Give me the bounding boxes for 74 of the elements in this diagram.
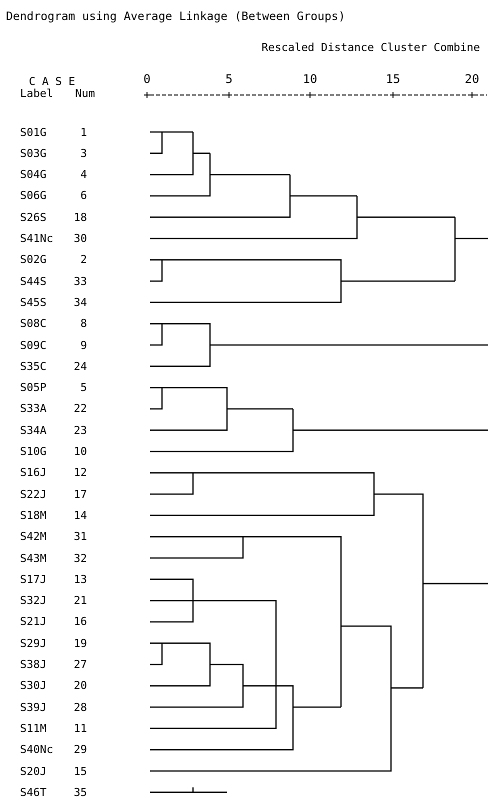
case-number: 3 <box>80 146 87 160</box>
case-label: S29J <box>20 636 46 650</box>
case-label: S03G <box>20 146 46 160</box>
case-number: 33 <box>74 274 87 288</box>
case-label: S01G <box>20 126 46 138</box>
case-label: S38J <box>20 658 46 671</box>
column-header: Num <box>75 86 95 100</box>
case-label: S32J <box>20 594 46 608</box>
tick-label: 15 <box>386 72 400 86</box>
tick-label: 10 <box>302 72 318 86</box>
case-label: S10G <box>20 445 46 458</box>
case-label: S09C <box>20 338 46 352</box>
case-number: 8 <box>80 317 87 330</box>
tick-label: 20 <box>464 72 480 86</box>
case-number: 5 <box>80 381 87 394</box>
case-number: 1 <box>80 126 87 138</box>
case-number: 27 <box>74 658 87 671</box>
case-label: S40Nc <box>20 743 54 756</box>
case-label: S35C <box>20 360 46 373</box>
case-label: S41Nc <box>20 232 54 245</box>
case-number: 18 <box>74 210 87 224</box>
case-number: 31 <box>74 530 87 544</box>
case-label: S34A <box>20 424 46 437</box>
case-number: 14 <box>74 508 87 522</box>
case-number: 10 <box>74 445 87 458</box>
case-number: 16 <box>74 615 87 628</box>
case-number: 9 <box>80 338 87 352</box>
case-number: 17 <box>74 488 87 501</box>
case-number: 11 <box>74 722 87 735</box>
case-label: S11M <box>20 722 46 735</box>
case-number: 24 <box>74 360 87 373</box>
case-number: 30 <box>74 232 87 245</box>
axis-title: Rescaled Distance Cluster Combine <box>261 40 480 54</box>
tick-label: 5 <box>225 72 233 86</box>
case-label: S33A <box>20 402 46 416</box>
case-label: S06G <box>20 189 46 202</box>
case-label: S42M <box>20 530 46 544</box>
case-label: S08C <box>20 317 46 330</box>
case-label: S18M <box>20 508 46 522</box>
case-label: S26S <box>20 210 46 224</box>
case-label: S04G <box>20 168 46 182</box>
case-number: 15 <box>74 764 87 778</box>
case-label: S05P <box>20 381 46 394</box>
case-number: 22 <box>74 402 87 416</box>
case-number: 34 <box>74 296 87 309</box>
case-number: 32 <box>74 552 87 564</box>
case-label: S02G <box>20 253 46 266</box>
case-number: 23 <box>74 424 87 437</box>
case-number: 13 <box>74 572 87 586</box>
case-label: S44S <box>20 274 46 288</box>
case-number: 28 <box>74 700 87 714</box>
tick-label: 0 <box>143 72 151 86</box>
case-number: 19 <box>74 636 87 650</box>
chart-title: Dendrogram using Average Linkage (Between Groups) <box>6 10 346 22</box>
case-label: S30J <box>20 679 46 692</box>
case-number: 29 <box>74 743 87 756</box>
case-label: S16J <box>20 466 46 480</box>
case-number: 2 <box>80 253 87 266</box>
case-number: 20 <box>74 679 87 692</box>
case-label: S20J <box>20 764 46 778</box>
column-header: C A S E <box>28 74 76 88</box>
case-label: S17J <box>20 572 46 586</box>
column-header: Label <box>20 86 54 100</box>
case-number: 6 <box>80 189 87 202</box>
case-label: S39J <box>20 700 46 714</box>
case-label: S21J <box>20 615 46 628</box>
case-label: S46T <box>20 786 46 799</box>
case-number: 21 <box>74 594 87 608</box>
case-label: S43M <box>20 552 46 564</box>
case-label: S45S <box>20 296 46 309</box>
case-number: 35 <box>74 786 87 799</box>
case-number: 4 <box>80 168 87 182</box>
case-number: 12 <box>74 466 87 480</box>
case-label: S22J <box>20 488 46 501</box>
